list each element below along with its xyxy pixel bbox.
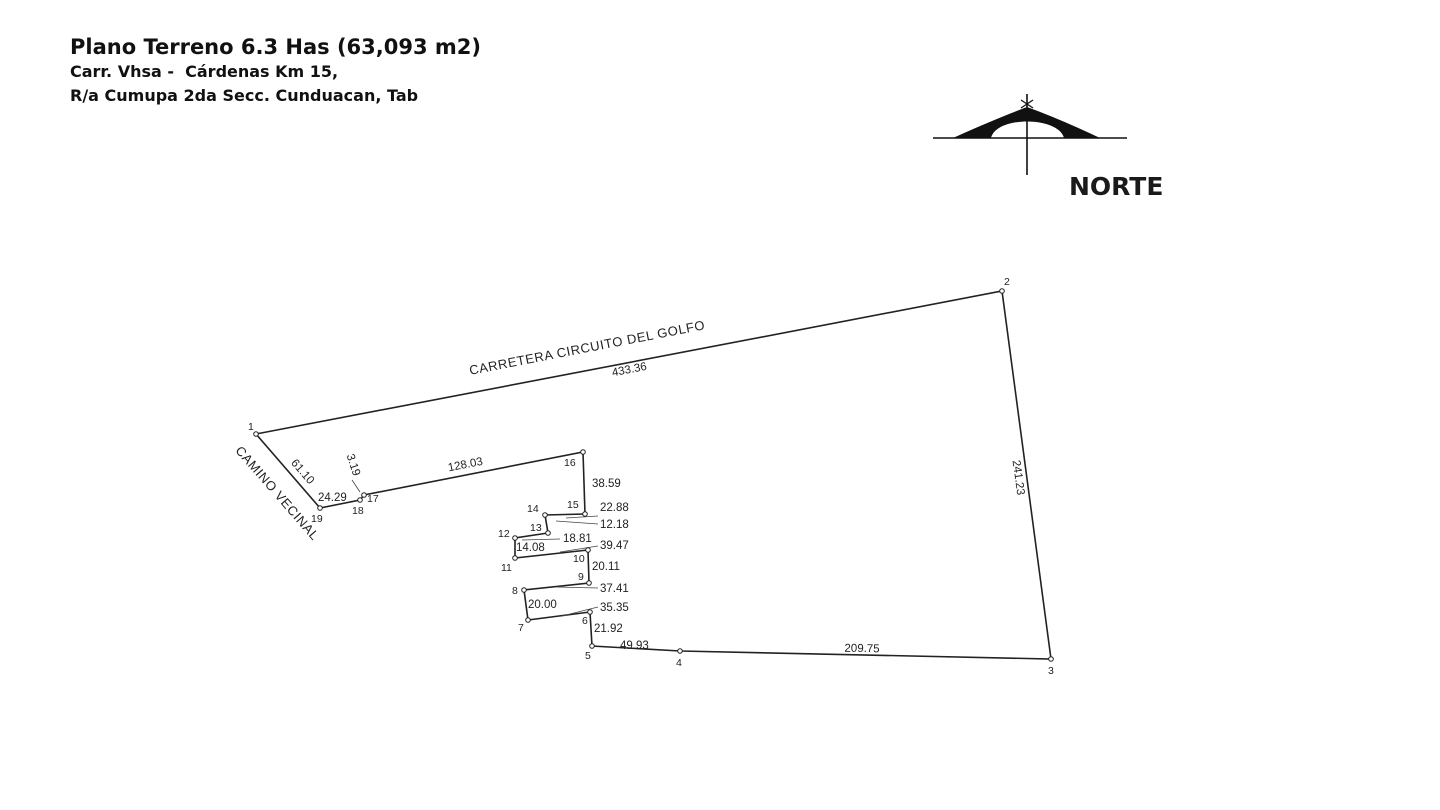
segment-length-16-17: 128.03 <box>447 456 484 474</box>
vertex-label-18: 18 <box>352 505 364 517</box>
vertex-label-12: 12 <box>498 528 510 540</box>
vertex-label-16: 16 <box>564 457 576 469</box>
segment-length-17-18: 3.19 <box>344 453 362 478</box>
vertex-12-marker <box>512 535 518 541</box>
vertex-9-marker <box>586 580 592 586</box>
plan-title: Plano Terreno 6.3 Has (63,093 m2) <box>70 35 481 59</box>
vertex-5-marker <box>589 643 595 649</box>
vertex-label-2: 2 <box>1004 276 1010 288</box>
segment-length-3-4: 209.75 <box>844 643 879 656</box>
segment-length-1-2: 433.36 <box>611 361 648 379</box>
vertex-2-marker <box>999 288 1005 294</box>
vertex-label-11: 11 <box>501 562 512 574</box>
vertex-label-8: 8 <box>512 585 518 597</box>
address-line-1: Carr. Vhsa - Cárdenas Km 15, <box>70 62 339 81</box>
north-arrow-icon <box>933 94 1127 175</box>
segment-length-9-10: 20.11 <box>592 561 620 573</box>
segment-length-8-9: 37.41 <box>600 583 629 595</box>
vertex-label-15: 15 <box>567 499 579 511</box>
vertex-label-14: 14 <box>527 503 539 515</box>
road-label-north: CARRETERA CIRCUITO DEL GOLFO <box>468 317 706 378</box>
vertex-15-marker <box>582 511 588 517</box>
segment-length-14-15: 22.88 <box>600 502 629 514</box>
vertex-label-19: 19 <box>311 513 323 525</box>
segment-length-10-11: 39.47 <box>600 540 629 552</box>
leader-lines <box>351 479 599 617</box>
segment-length-6-7: 35.35 <box>600 602 629 614</box>
vertex-label-7: 7 <box>518 622 524 634</box>
vertex-1-marker <box>253 431 259 437</box>
segment-length-18-19: 24.29 <box>318 492 347 504</box>
segment-length-15-16: 38.59 <box>592 478 621 490</box>
north-label: NORTE <box>1069 172 1163 201</box>
vertex-8-marker <box>521 587 527 593</box>
vertex-label-3: 3 <box>1048 665 1054 677</box>
address-line-2: R/a Cumupa 2da Secc. Cunduacan, Tab <box>70 86 419 105</box>
vertex-4-marker <box>677 648 683 654</box>
vertex-label-13: 13 <box>530 522 542 534</box>
segment-length-4-5: 49.93 <box>620 640 649 652</box>
vertex-label-10: 10 <box>573 553 585 565</box>
segment-length-12-13: 18.81 <box>563 533 592 545</box>
vertex-label-9: 9 <box>578 571 584 583</box>
vertex-label-1: 1 <box>248 421 254 433</box>
vertex-16-marker <box>580 449 586 455</box>
vertex-label-5: 5 <box>585 650 591 662</box>
vertex-label-6: 6 <box>582 615 588 627</box>
vertex-label-4: 4 <box>676 657 682 669</box>
vertex-11-marker <box>512 555 518 561</box>
plan-header: Plano Terreno 6.3 Has (63,093 m2) Carr. … <box>70 34 481 108</box>
segment-length-2-3: 241.23 <box>1010 459 1027 496</box>
vertex-7-marker <box>525 617 531 623</box>
property-boundary <box>254 290 1052 660</box>
segment-length-13-14: 12.18 <box>600 519 629 531</box>
segment-length-19-1: 61.10 <box>288 457 316 487</box>
segment-length-7-8: 20.00 <box>528 599 557 611</box>
segment-length-5-6: 21.92 <box>594 623 623 635</box>
vertex-18-marker <box>357 497 363 503</box>
vertex-19-marker <box>317 505 323 511</box>
vertex-13-marker <box>545 530 551 536</box>
vertex-6-marker <box>587 609 593 615</box>
vertex-17-marker <box>361 492 367 498</box>
segment-length-11-12: 14.08 <box>516 542 545 554</box>
vertex-label-17: 17 <box>367 493 379 505</box>
vertex-14-marker <box>542 512 548 518</box>
vertex-3-marker <box>1048 656 1054 662</box>
vertex-10-marker <box>585 547 591 553</box>
